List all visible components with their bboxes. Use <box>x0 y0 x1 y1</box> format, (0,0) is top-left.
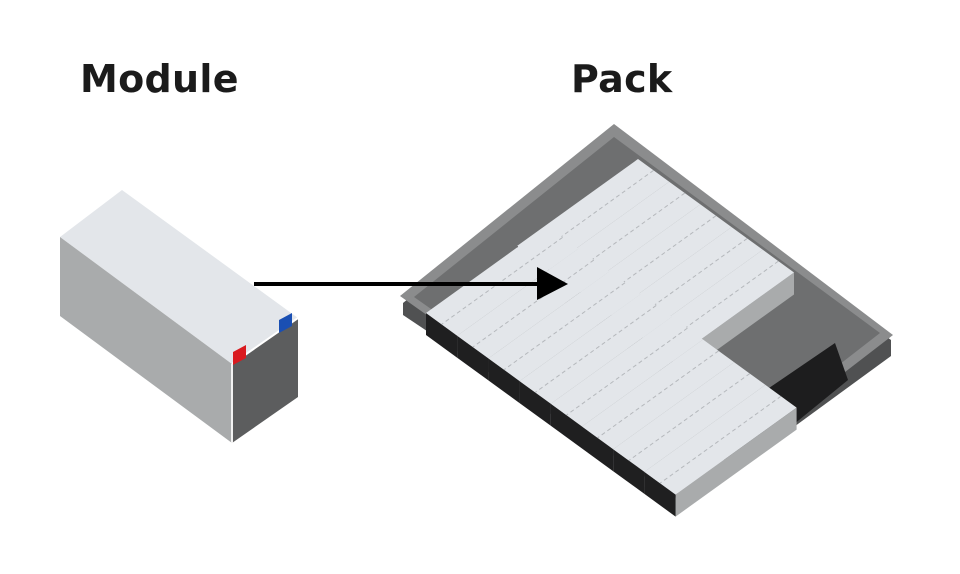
arrow-head <box>537 267 568 300</box>
negative-terminal <box>279 313 292 333</box>
cell-seam-line <box>566 327 688 416</box>
cell-end-face <box>550 403 582 449</box>
cell-side-face <box>675 407 797 517</box>
cell-seam-line <box>534 305 657 393</box>
cell-seam-line <box>597 350 719 439</box>
cell-end-face <box>426 313 458 358</box>
module-left-face <box>60 237 232 443</box>
pack-modules <box>426 159 797 517</box>
module-top-face <box>60 190 298 364</box>
transition-arrow <box>254 267 568 300</box>
cell-end-face <box>613 449 645 494</box>
cell-end-face <box>457 335 489 381</box>
module-title: Module <box>80 57 239 101</box>
positive-terminal <box>233 345 246 365</box>
cell-end-face <box>488 358 520 404</box>
cell-seam-line <box>503 282 626 371</box>
cell-seam-line <box>594 215 717 304</box>
cell-seam-line <box>532 169 654 258</box>
pack-cell <box>644 384 797 517</box>
module-illustration <box>60 190 299 443</box>
pack-illustration <box>400 124 893 517</box>
cell-end-face <box>582 426 614 472</box>
cell-seam-line <box>472 259 595 348</box>
cell-end-face <box>519 381 551 426</box>
module-front-face <box>232 318 298 443</box>
cell-seam-line <box>659 395 782 484</box>
cell-end-face <box>644 471 676 517</box>
cell-seam-line <box>657 260 779 349</box>
cell-seam-line <box>625 238 748 326</box>
cell-seam-line <box>441 236 563 325</box>
cell-seam-line <box>563 192 686 281</box>
cell-seam-line <box>628 373 751 461</box>
pack-title: Pack <box>571 57 673 101</box>
